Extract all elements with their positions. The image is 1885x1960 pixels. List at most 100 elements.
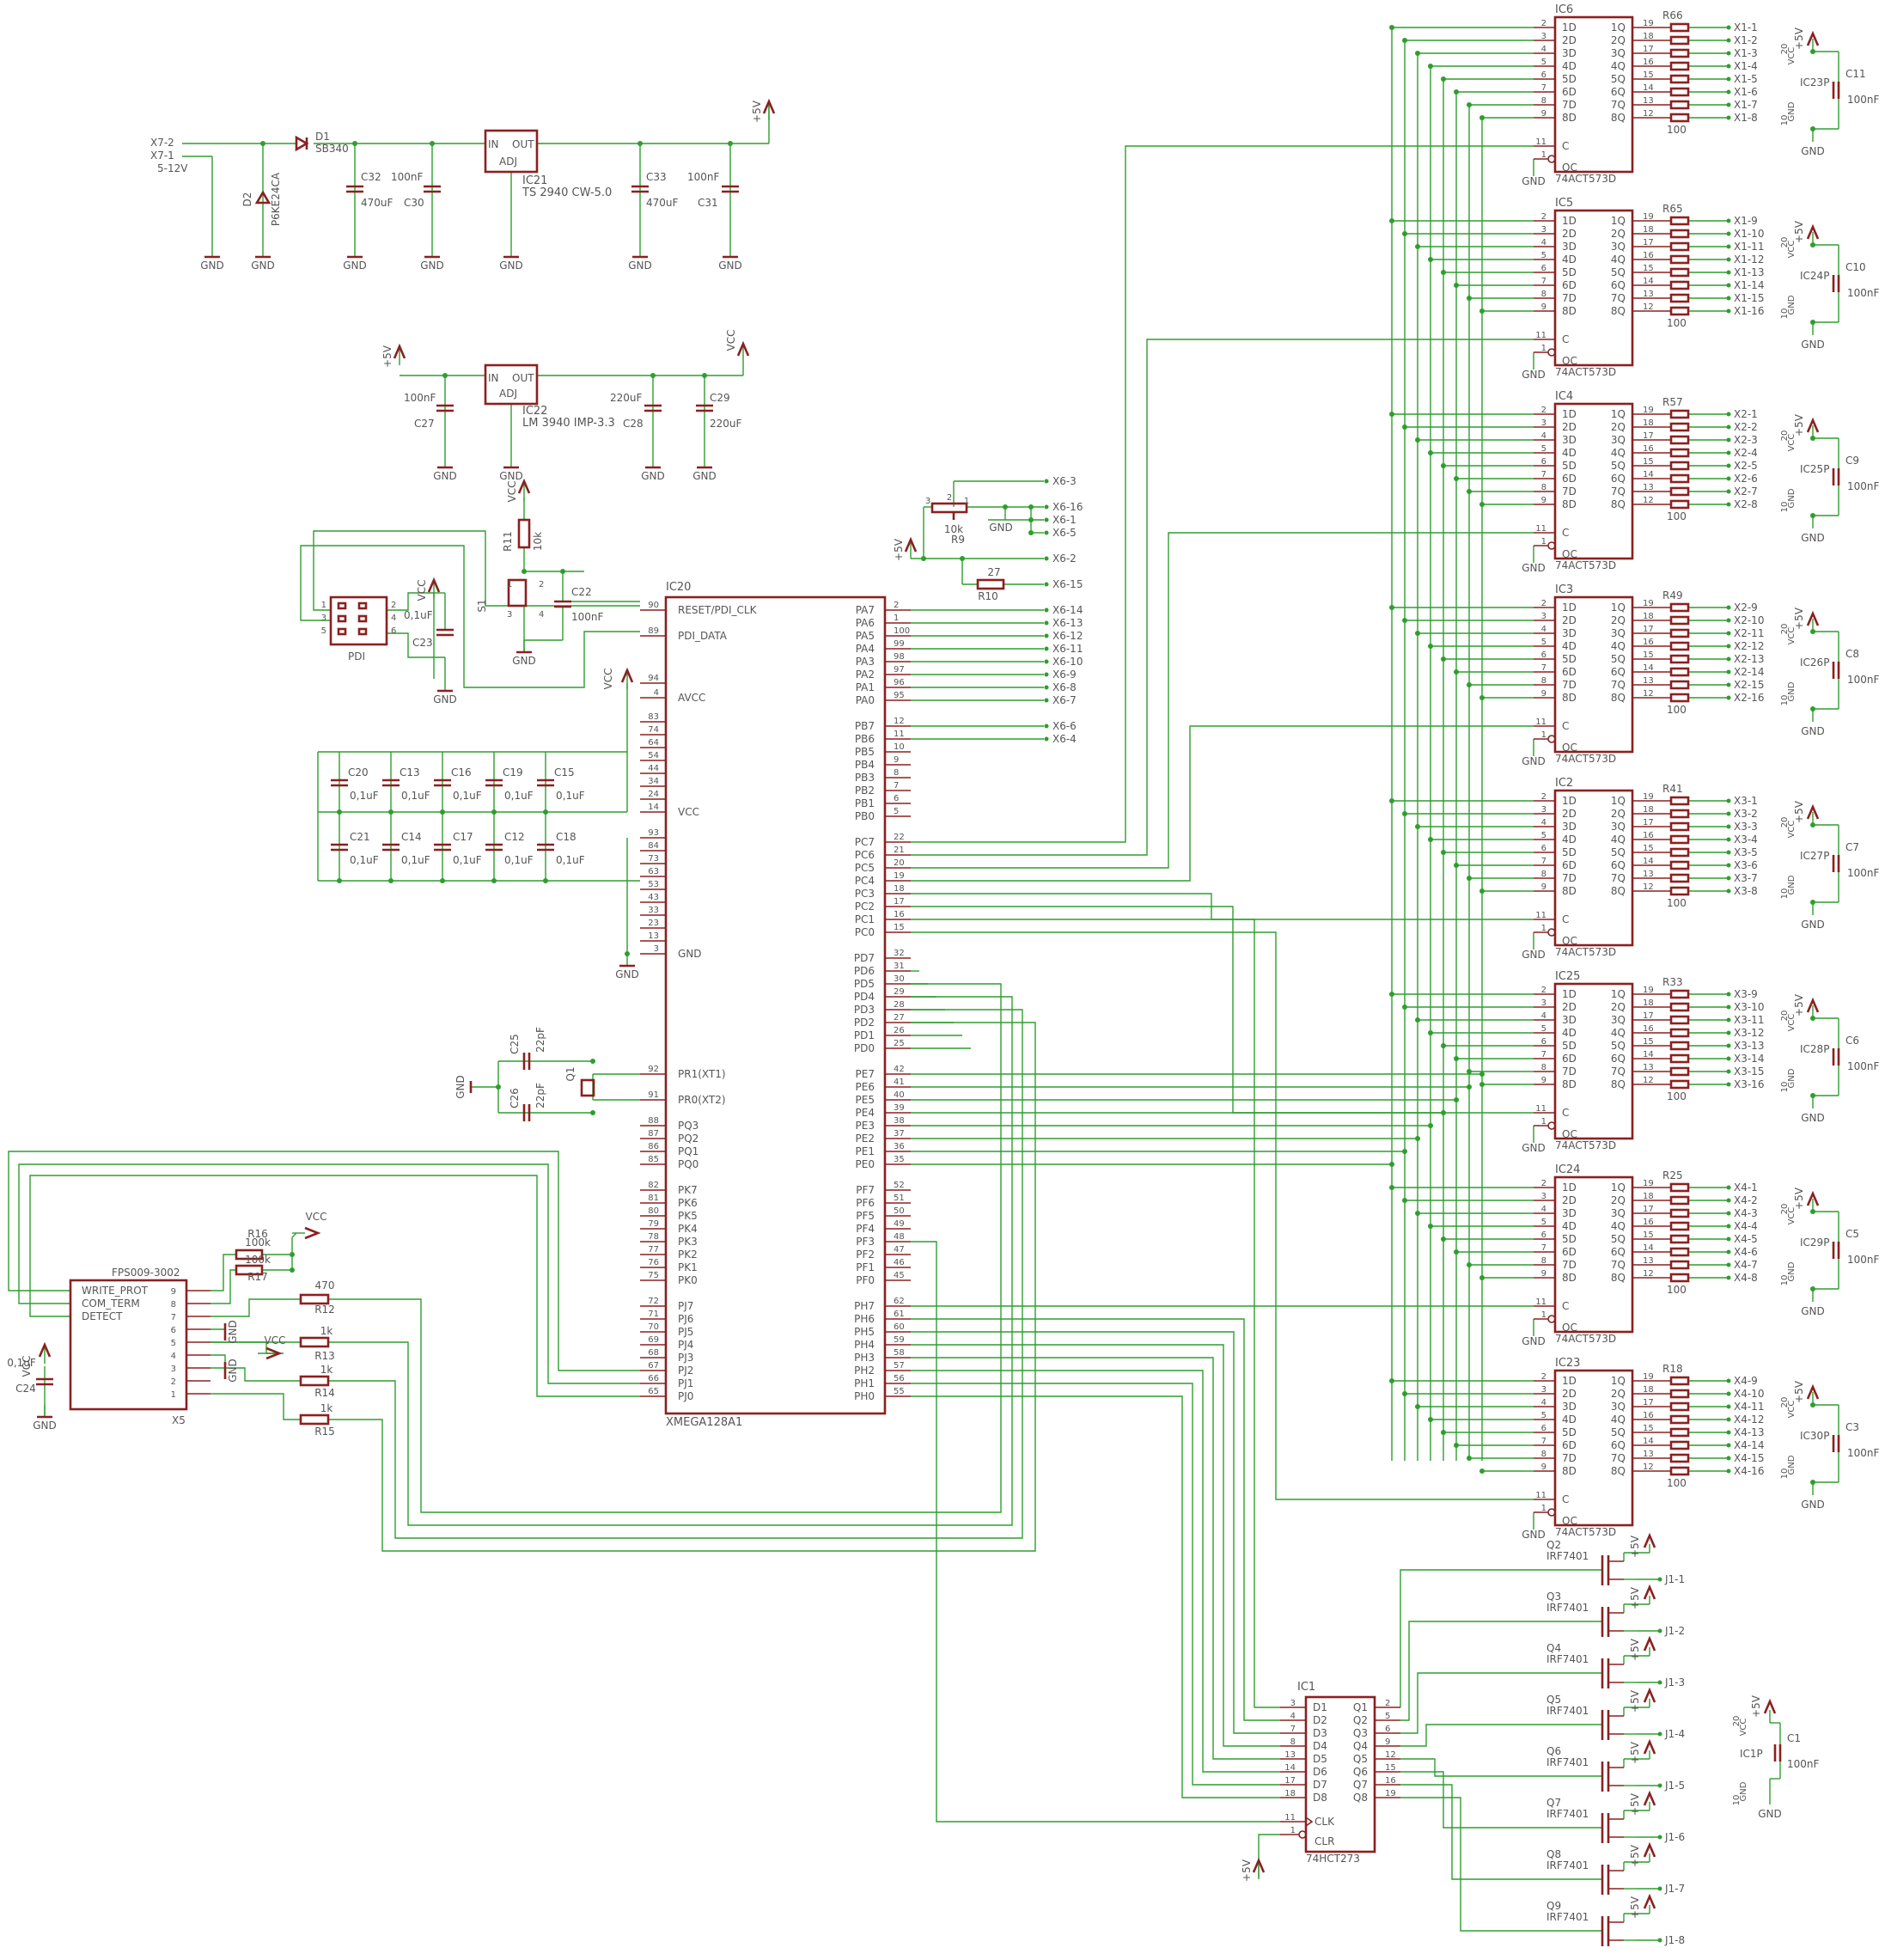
pdi-pin xyxy=(357,614,368,623)
pin-number: 2 xyxy=(894,601,899,610)
res-label: R49 xyxy=(1662,589,1683,601)
supply-arrow xyxy=(38,1341,52,1358)
output-resistor xyxy=(1669,1221,1690,1231)
mosfet-part: IRF7401 xyxy=(1546,1756,1589,1768)
power-label: IC25P xyxy=(1800,463,1829,475)
pin-number: 10 xyxy=(1780,888,1790,900)
pin-number: 11 xyxy=(1284,1813,1296,1823)
pin-number: 13 xyxy=(1643,1450,1654,1459)
output-resistor xyxy=(1669,1195,1690,1206)
pdi-label: PDI xyxy=(348,650,365,662)
ic-ref: IC3 xyxy=(1555,583,1573,596)
supply-arrow xyxy=(620,667,634,683)
pin-number: 6 xyxy=(1541,1037,1546,1047)
pin-name: 8D xyxy=(1562,112,1577,124)
res-label: R57 xyxy=(1662,396,1683,408)
pin-number: 20 xyxy=(1780,624,1790,635)
mosfet-ref: Q5 xyxy=(1546,1694,1561,1706)
connector-pin xyxy=(1726,1043,1731,1048)
pin-number: 47 xyxy=(894,1245,905,1255)
pin-number: 5 xyxy=(1541,1411,1546,1420)
wire xyxy=(911,339,1534,856)
resistor-r17 xyxy=(235,1264,264,1276)
pin-number: 16 xyxy=(1643,1411,1654,1420)
pin-name: 5D xyxy=(1562,460,1577,472)
pin-name: 2D xyxy=(1562,614,1577,626)
pin-number: 18 xyxy=(1643,998,1654,1008)
pin-name: 3Q xyxy=(1611,47,1626,59)
connector-pin xyxy=(1726,682,1731,687)
net-label: X2-5 xyxy=(1734,460,1758,472)
pin-name: PK5 xyxy=(678,1210,698,1222)
pin-name: 3D xyxy=(1562,1014,1577,1026)
pin-name: 5Q xyxy=(1611,846,1626,858)
pin-name: 3D xyxy=(1562,1207,1577,1219)
pin-number: 7 xyxy=(1541,1050,1546,1059)
net-label: X6-9 xyxy=(1052,669,1077,681)
pin-name: PA0 xyxy=(856,694,875,706)
pin-number: 15 xyxy=(1643,844,1654,853)
res-label: 1k xyxy=(320,1364,333,1376)
net-label: X3-16 xyxy=(1734,1078,1764,1090)
ground-label: GND xyxy=(1522,1335,1546,1347)
net-label: X2-6 xyxy=(1734,473,1758,485)
pdi-pin xyxy=(357,627,368,636)
pin-number: 24 xyxy=(648,790,659,799)
pin-name: 1Q xyxy=(1611,601,1626,614)
pin-name: 6D xyxy=(1562,1053,1577,1065)
cap-label: 100nF xyxy=(1847,1060,1880,1072)
pin-number: 9 xyxy=(171,1287,176,1297)
ic-ref: IC21 xyxy=(522,174,547,187)
pin-name: GND xyxy=(1787,875,1797,895)
net-label: X4-11 xyxy=(1734,1401,1764,1413)
cap-label: C29 xyxy=(710,392,730,404)
net-label: J1-3 xyxy=(1664,1676,1685,1688)
pin-number: 3 xyxy=(507,610,512,620)
connector-pin xyxy=(1726,695,1731,700)
output-resistor xyxy=(1669,100,1690,110)
supply-label: +5V xyxy=(1629,1844,1641,1867)
junction-dot xyxy=(1810,900,1815,905)
supply-arrow xyxy=(1806,30,1820,46)
pin-name: 2D xyxy=(1562,34,1577,46)
output-resistor xyxy=(1669,1440,1690,1450)
pdi-header xyxy=(329,595,388,646)
pin-name: PC6 xyxy=(855,849,875,861)
power-label: IC24P xyxy=(1800,270,1829,282)
net-label: X3-10 xyxy=(1734,1001,1764,1013)
supply-arrow xyxy=(762,98,776,114)
pin-name: GND xyxy=(1787,681,1797,701)
pin-number: 93 xyxy=(648,828,659,838)
cap-label: C9 xyxy=(1845,455,1859,467)
junction-dot xyxy=(1415,1017,1420,1023)
power-label: IC26P xyxy=(1800,656,1829,669)
connector-pin xyxy=(1657,1731,1662,1737)
res-label: R16 xyxy=(247,1228,268,1240)
junction-dot xyxy=(1479,888,1485,894)
output-resistor xyxy=(1669,1066,1690,1077)
ic-ref: IC24 xyxy=(1555,1163,1580,1176)
pin-number: 15 xyxy=(1643,70,1654,80)
pin-number: 8 xyxy=(1541,676,1546,686)
pin-name: VCC xyxy=(1787,434,1797,452)
ground-label: GND xyxy=(641,470,665,482)
pin-number: 3 xyxy=(1541,225,1546,235)
pin-number: 28 xyxy=(894,1000,905,1010)
net-label: X1-11 xyxy=(1734,241,1764,253)
junction-dot xyxy=(1441,463,1446,468)
pin-number: 16 xyxy=(1643,831,1654,840)
connector-pin xyxy=(1726,308,1731,314)
cap-label: 0,1uF xyxy=(350,854,379,866)
pin-number: 20 xyxy=(1780,44,1790,55)
pin-name: 7Q xyxy=(1611,1452,1626,1464)
pin-number: 6 xyxy=(1541,457,1546,467)
output-resistor xyxy=(1669,1041,1690,1051)
pin-name: PH1 xyxy=(854,1377,875,1389)
junction-dot xyxy=(1479,1072,1485,1077)
pin-name: C xyxy=(1562,1300,1569,1312)
wire xyxy=(1258,1834,1280,1878)
net-label: X2-10 xyxy=(1734,614,1764,626)
junction-dot xyxy=(1479,502,1485,507)
pin-number: 3 xyxy=(1541,1385,1546,1395)
latch-ic24 xyxy=(1553,1175,1634,1334)
